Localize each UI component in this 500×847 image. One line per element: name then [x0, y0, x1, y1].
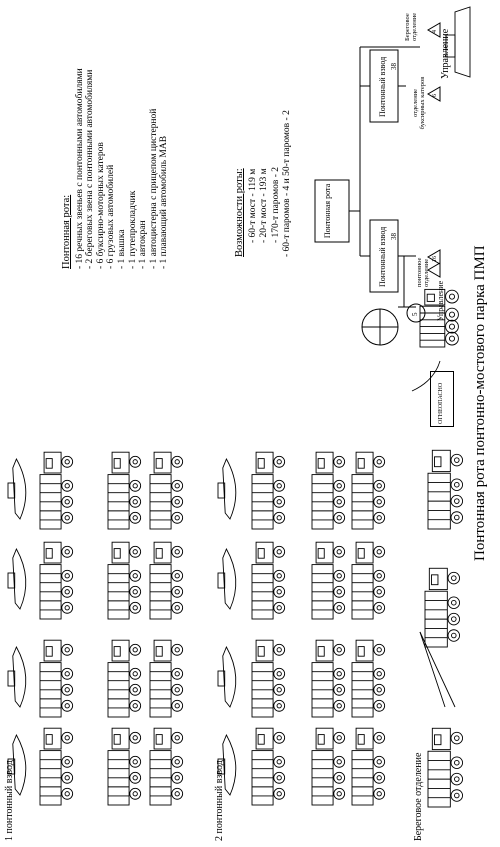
tug-boat — [7, 547, 27, 610]
tug-boat — [217, 645, 237, 708]
pontoon-truck — [107, 451, 142, 530]
pontoon-truck — [251, 541, 286, 620]
tug-boat — [7, 733, 27, 796]
shore-symbol — [427, 22, 441, 38]
pontoon-truck — [107, 639, 142, 718]
track-layer-truck — [411, 360, 441, 392]
pontoon-truck — [251, 727, 286, 806]
tug-symbol — [427, 86, 441, 102]
pontoon-truck — [39, 727, 74, 806]
pontoon-truck — [39, 541, 74, 620]
pontoon-truck — [311, 451, 346, 530]
amphibious-vehicle — [445, 6, 471, 78]
tug-boat — [7, 645, 27, 708]
tug-boat — [7, 457, 27, 520]
pontoon-truck — [351, 451, 386, 530]
tug-boat — [217, 457, 237, 520]
shore-truck — [427, 727, 464, 808]
pontoon-truck — [107, 541, 142, 620]
pontoon-truck — [107, 727, 142, 806]
pontoon-truck — [251, 451, 286, 530]
track-layer-chassis — [419, 288, 459, 348]
tug-boat — [217, 733, 237, 796]
crane-truck — [419, 631, 456, 708]
pontoon-truck — [149, 727, 184, 806]
pontoon-truck — [351, 639, 386, 718]
pontoon-truck — [311, 541, 346, 620]
pontoon-truck — [149, 639, 184, 718]
crane-chassis — [424, 567, 461, 648]
pontoon-truck — [351, 727, 386, 806]
pontoon-truck — [311, 639, 346, 718]
pontoon-truck — [149, 541, 184, 620]
shore-truck — [427, 449, 464, 530]
pontoon-symbol — [427, 262, 441, 278]
pontoon-truck — [311, 727, 346, 806]
pontoon-symbol — [427, 249, 441, 265]
pontoon-truck — [251, 639, 286, 718]
pontoon-truck — [39, 451, 74, 530]
tug-boat — [217, 547, 237, 610]
pontoon-truck — [149, 451, 184, 530]
pontoon-truck — [39, 639, 74, 718]
pontoon-truck — [351, 541, 386, 620]
